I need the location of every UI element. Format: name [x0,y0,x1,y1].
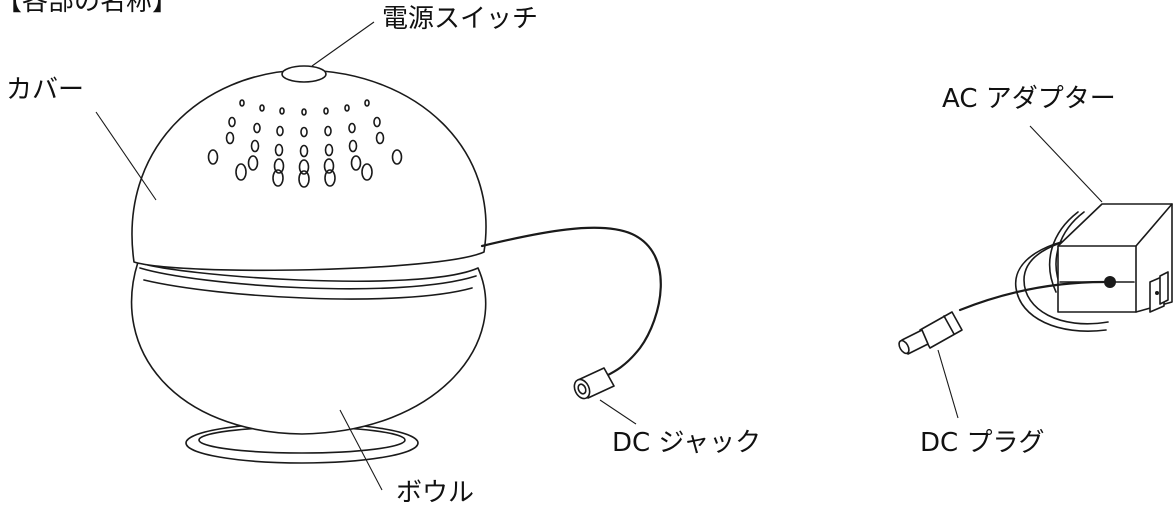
dc-plug [898,311,963,355]
dc-jack [573,367,615,400]
leader-lines [95,21,1103,491]
plug-prongs [1149,271,1169,313]
label-dc-jack: DC ジャック [612,428,762,458]
bowl-body [130,261,487,435]
power-switch [281,65,327,83]
label-ac-adapter: AC アダプター [942,84,1116,114]
cover-body [131,65,487,272]
label-dc-plug: DC プラグ [920,428,1045,458]
device-illustration [130,65,662,464]
label-power-switch: 電源スイッチ [382,4,539,34]
section-title: 【各部の名称】 [0,0,179,17]
ac-adapter-illustration [898,203,1173,355]
vent-holes [207,99,403,188]
cord-entry-point [1104,276,1116,288]
label-bowl: ボウル [396,478,475,508]
label-cover: カバー [6,75,85,105]
